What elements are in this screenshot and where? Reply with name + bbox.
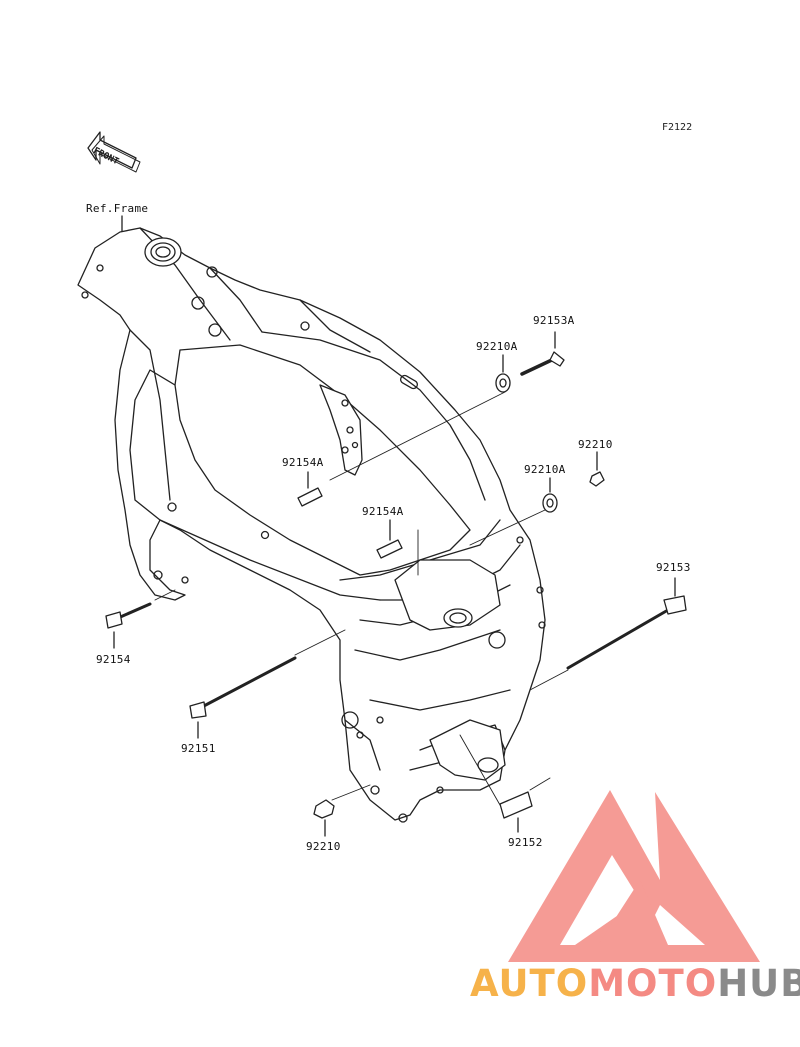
watermark-logo-icon <box>508 790 760 962</box>
ref-frame-label: Ref.Frame <box>86 202 149 215</box>
motorcycle-frame <box>77 227 546 823</box>
part-label-92154a-left: 92154A <box>282 456 324 469</box>
bolt-92153a-icon <box>520 331 565 376</box>
bolt-92154a-mid-icon <box>376 519 403 559</box>
nut-92210-bottom-icon <box>313 799 335 837</box>
part-label-92151: 92151 <box>181 742 216 755</box>
part-label-92210-bottom: 92210 <box>306 840 341 853</box>
part-label-92210a-mid: 92210A <box>524 463 566 476</box>
watermark-part-hub: HUB <box>717 962 800 1005</box>
part-label-92154: 92154 <box>96 653 131 666</box>
part-label-92152: 92152 <box>508 836 543 849</box>
watermark-part-auto: AUTO <box>470 962 589 1005</box>
front-arrow-icon <box>87 131 141 173</box>
part-label-92210a-top: 92210A <box>476 340 518 353</box>
watermark-part-moto: MOTO <box>588 962 718 1005</box>
bolt-92151-icon <box>189 656 297 739</box>
bolt-92153-icon <box>566 577 687 670</box>
washer-92210a-top-icon <box>495 354 511 393</box>
part-label-92153: 92153 <box>656 561 691 574</box>
figure-code: F2122 <box>662 122 693 133</box>
part-label-92210-right: 92210 <box>578 438 613 451</box>
bolt-92154-icon <box>105 602 152 649</box>
part-label-92153a: 92153A <box>533 314 575 327</box>
nut-92210-right-icon <box>589 451 605 487</box>
bolt-92152-icon <box>499 791 533 833</box>
watermark-brand: AUTOMOTOHUB <box>470 962 800 1005</box>
assembly-guide-lines <box>154 391 569 806</box>
washer-92210a-mid-icon <box>542 477 558 513</box>
bolt-92154a-left-icon <box>297 471 323 507</box>
part-label-92154a-mid: 92154A <box>362 505 404 518</box>
